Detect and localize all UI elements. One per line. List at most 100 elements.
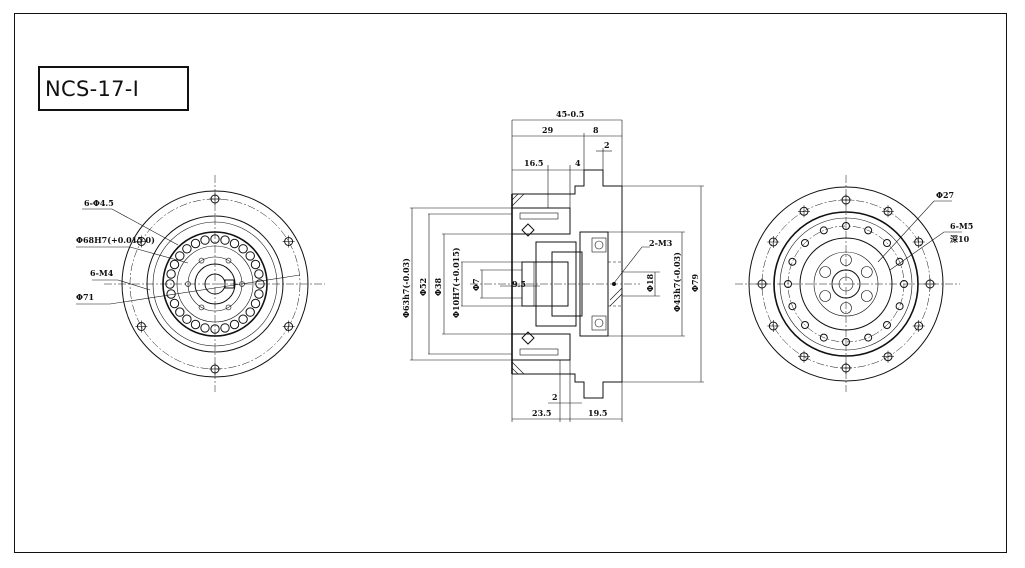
bearing-ball	[166, 269, 176, 279]
inner-hole	[225, 257, 232, 264]
dim-phi18: Φ18	[645, 273, 655, 292]
hub-hole	[840, 254, 852, 266]
bearing-ball	[175, 251, 185, 261]
mid-hole	[788, 257, 797, 266]
dim-overall-length: 45-0.5	[556, 109, 584, 119]
front-mounting-holes	[135, 193, 295, 375]
mid-hole	[900, 280, 908, 288]
bearing-ball	[220, 323, 230, 333]
front-callout-4: Φ71	[76, 292, 94, 302]
section-output-hub	[579, 231, 609, 337]
section-wave-generator	[551, 251, 583, 317]
rear-ring-1	[773, 211, 919, 357]
inner-hole	[225, 304, 232, 311]
section-hatching	[511, 193, 623, 375]
bearing-ball	[229, 319, 240, 330]
bearing-ball	[190, 238, 201, 249]
bearing-ball	[200, 323, 210, 333]
hub-hole	[860, 266, 873, 278]
bearing-ball	[250, 298, 261, 309]
hub-hole	[819, 290, 832, 302]
mid-hole	[864, 333, 873, 342]
dim-8: 8	[593, 125, 599, 135]
bearing-ball	[229, 238, 240, 249]
hub-hole	[840, 302, 852, 314]
bearing-ball	[255, 279, 265, 289]
front-callout-1: 6-Φ4.5	[84, 198, 114, 208]
rear-mounting-holes	[756, 194, 936, 374]
dim-phi10h7: Φ10H7(+0.015)	[451, 247, 461, 318]
dim-2-m3: 2-M3	[649, 238, 673, 248]
front-callout-2: Φ68H7(+0.015 0)	[76, 235, 155, 245]
rear-outer-flange	[748, 186, 944, 382]
mid-hole	[842, 338, 850, 346]
rear-hub-outer	[799, 237, 893, 331]
rear-callout-1: Φ27	[936, 190, 954, 200]
dim-phi43h7: Φ43h7(-0.03)	[672, 252, 682, 312]
mid-hole	[895, 302, 904, 311]
dim-19-5: 19.5	[588, 408, 607, 418]
rear-mid-holes	[784, 222, 908, 346]
section-view: 45-0.5 29 8 2 16.5 4 Φ63h7(-0.03) Φ52 Φ	[401, 109, 704, 422]
rear-ring-2	[779, 217, 913, 351]
front-leader-4	[76, 274, 301, 305]
mid-hole	[819, 226, 828, 235]
rear-callout-3: 深10	[950, 234, 970, 244]
inner-hole	[185, 281, 191, 287]
rear-hub-holes	[819, 254, 873, 314]
front-bearing-outer	[162, 231, 268, 337]
bearing-ball	[220, 235, 230, 245]
bearing-ball	[190, 319, 201, 330]
section-upper-bearing-ball	[594, 240, 604, 250]
section-upper-housing	[511, 207, 571, 235]
mid-hole	[895, 257, 904, 266]
drawing-frame	[14, 13, 1007, 553]
front-ring-2	[152, 221, 278, 347]
dim-4: 4	[575, 158, 581, 168]
bearing-ball	[165, 279, 175, 289]
leader-2m3	[613, 246, 650, 284]
bearing-ball	[254, 289, 264, 299]
mid-hole	[801, 321, 809, 329]
leader-2m3-dot	[612, 282, 616, 286]
section-upper-bearing	[591, 237, 607, 253]
bearing-ball	[169, 259, 180, 270]
dim-16-5: 16.5	[524, 158, 543, 168]
rear-view: Φ27 6-M5 深10	[735, 175, 973, 392]
mid-hole	[784, 280, 792, 288]
bearing-ball	[245, 307, 255, 317]
dim-9-5: 9.5	[512, 279, 526, 289]
bearing-ball	[210, 234, 220, 244]
section-input-bore	[521, 261, 569, 307]
front-leader-3	[92, 279, 151, 291]
front-inner-holes	[185, 257, 245, 311]
dim-23-5: 23.5	[532, 408, 551, 418]
mid-hole	[801, 239, 809, 247]
section-lower-bearing	[591, 315, 607, 331]
bearing-ball	[254, 269, 264, 279]
section-bottom-contour	[512, 373, 622, 399]
hub-hole	[860, 290, 873, 302]
bearing-ball	[200, 235, 210, 245]
rear-leader-1	[877, 200, 952, 263]
bearing-ball	[238, 244, 248, 254]
rear-inner-bolt-circle	[787, 225, 905, 343]
dim-phi52: Φ52	[418, 278, 428, 296]
front-callout-3: 6-M4	[90, 268, 114, 278]
dim-phi79: Φ79	[690, 273, 700, 292]
bearing-ball	[210, 324, 220, 334]
section-lower-bearing-ball	[594, 318, 604, 328]
rear-hub-ring	[813, 251, 879, 317]
section-upper-bolt	[519, 212, 559, 220]
rear-center-inner	[838, 276, 854, 292]
bearing-ball	[182, 244, 192, 254]
inner-hole	[198, 304, 205, 311]
mid-hole	[883, 321, 891, 329]
front-leader-1	[82, 208, 179, 246]
front-hub	[194, 263, 236, 305]
front-keyway	[224, 279, 235, 289]
section-upper-ball	[521, 223, 535, 237]
front-body-ring	[146, 215, 284, 353]
